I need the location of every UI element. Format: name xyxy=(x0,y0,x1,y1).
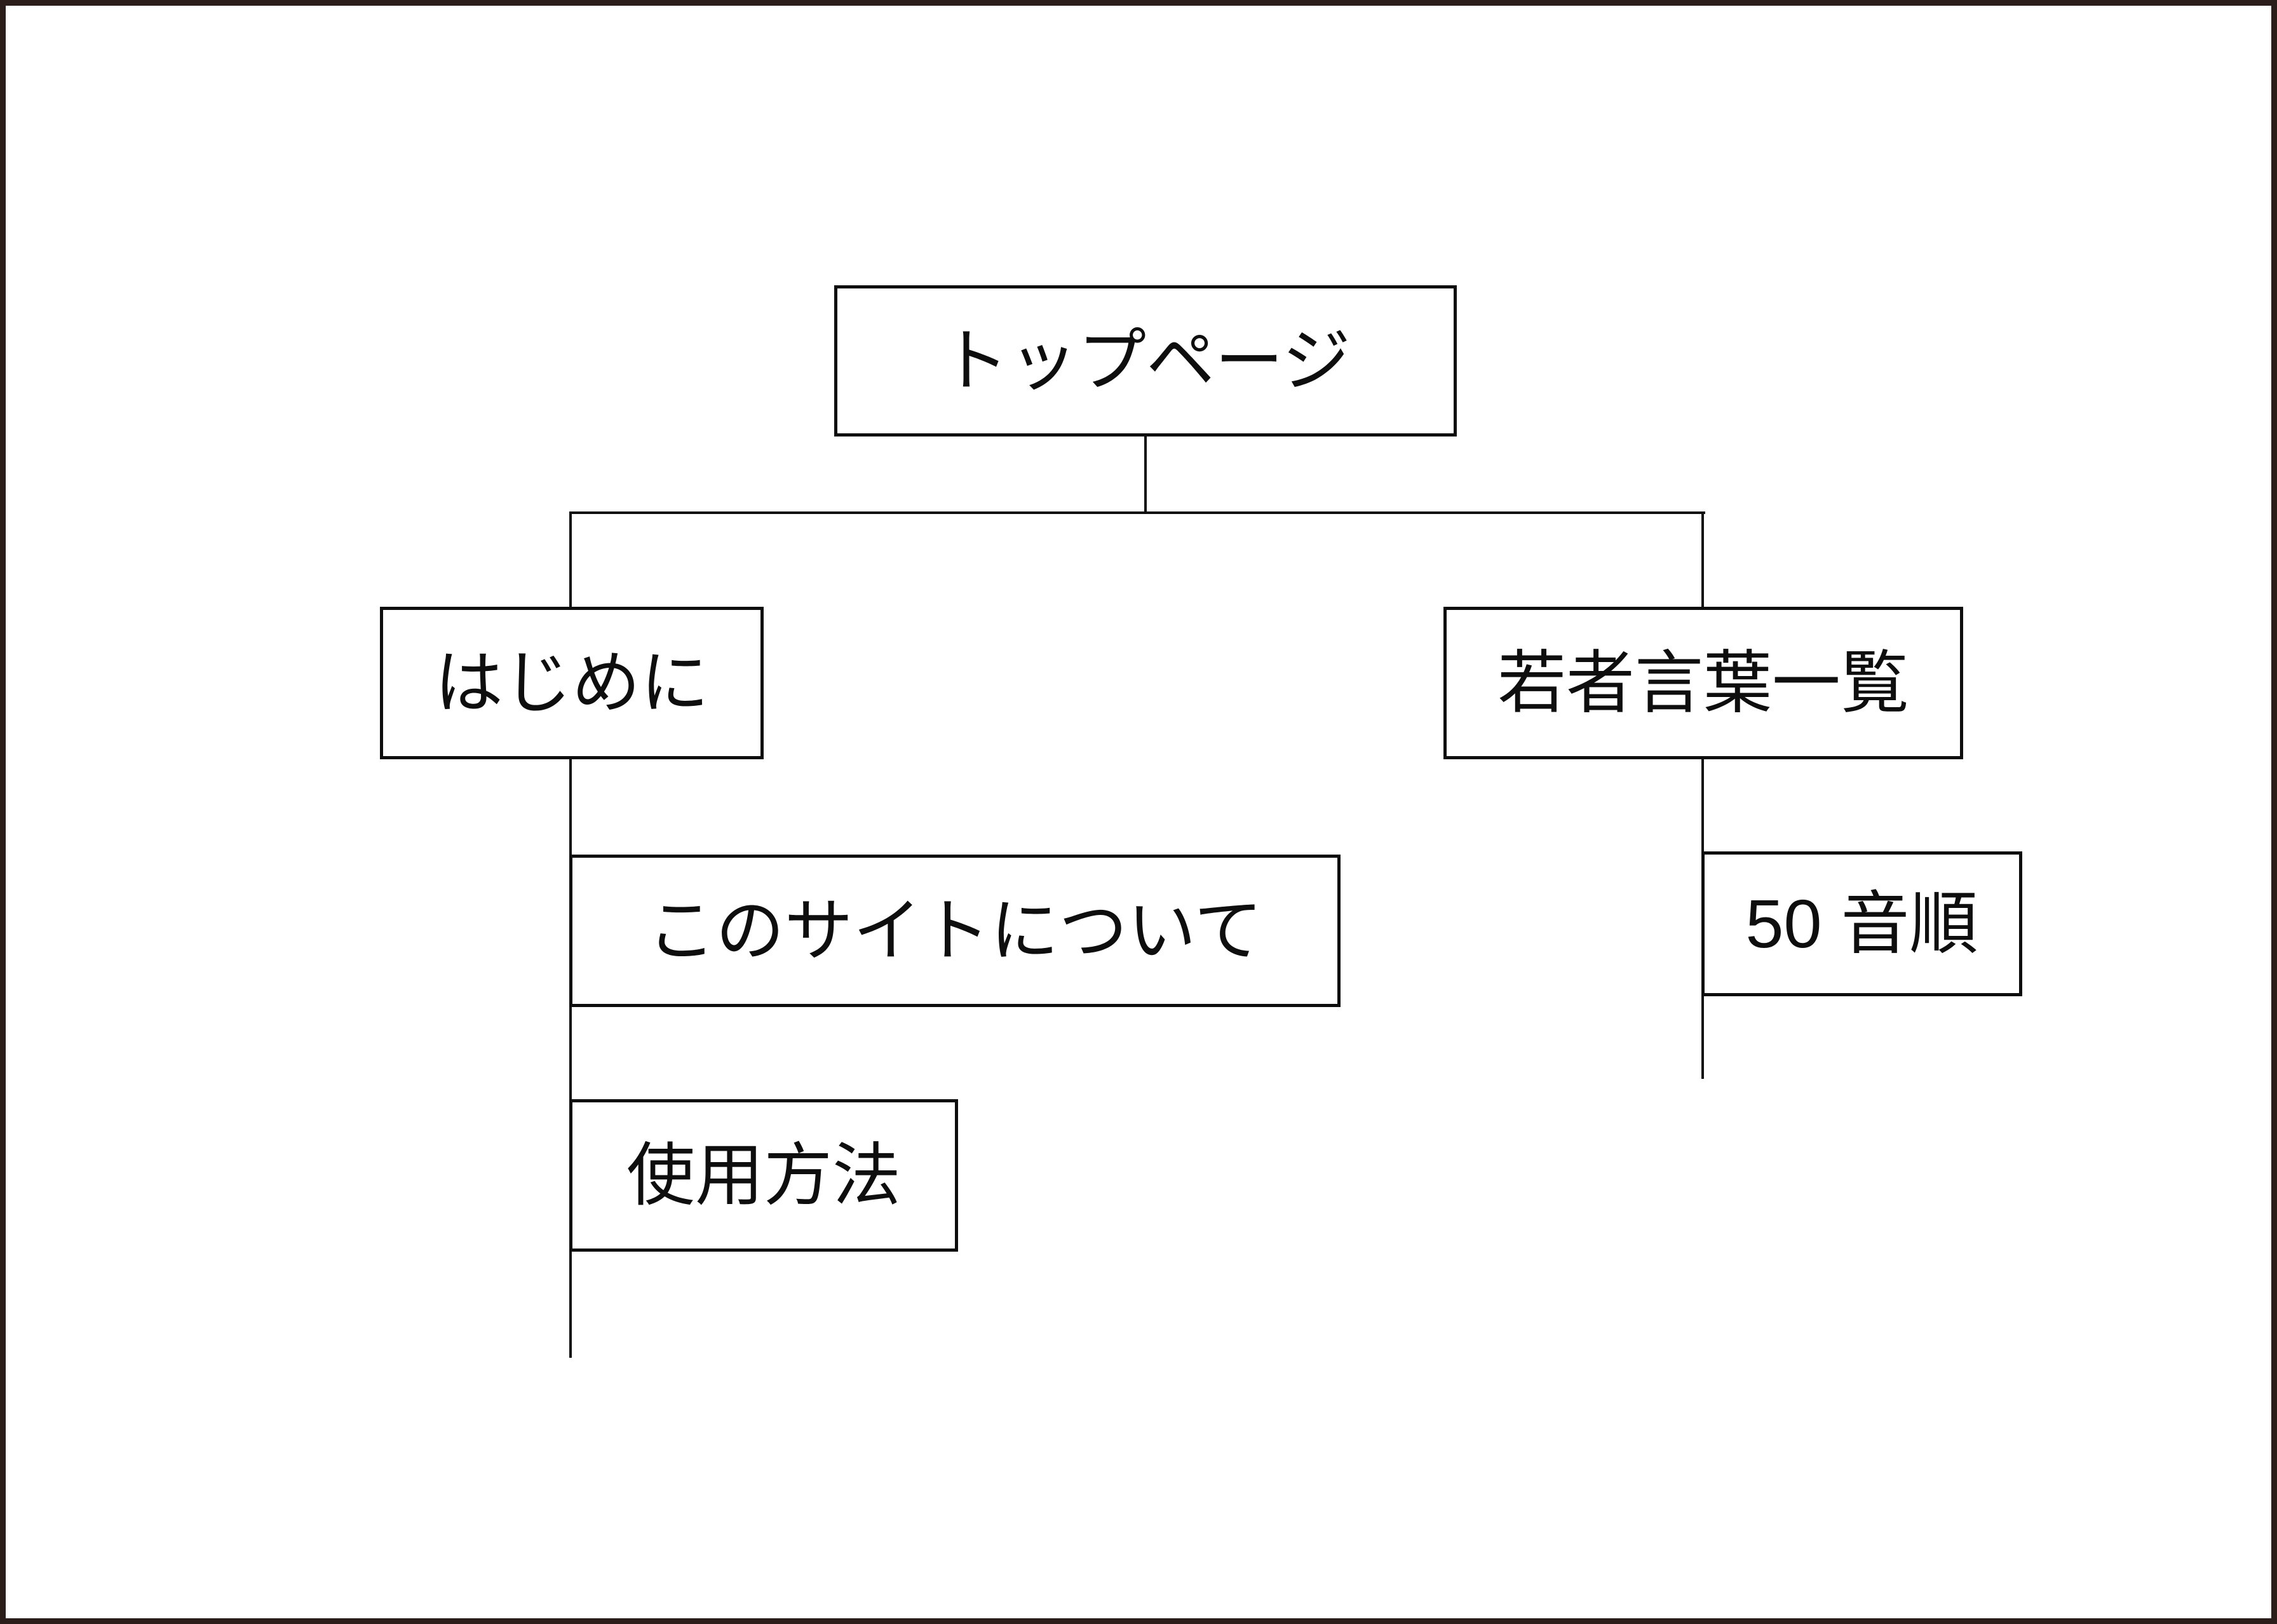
connector-horizontal-rail xyxy=(569,511,1705,514)
node-hajimeni: はじめに xyxy=(380,607,764,759)
node-wakamono: 若者言葉一覧 xyxy=(1443,607,1963,759)
node-top-page: トップページ xyxy=(834,285,1457,436)
node-usage: 使用方法 xyxy=(569,1099,958,1252)
connector-right-branch-vertical xyxy=(1701,511,1704,1079)
node-about-site: このサイトについて xyxy=(569,855,1341,1007)
connector-root-stem xyxy=(1144,436,1147,514)
node-onjun: 50 音順 xyxy=(1701,851,2022,996)
